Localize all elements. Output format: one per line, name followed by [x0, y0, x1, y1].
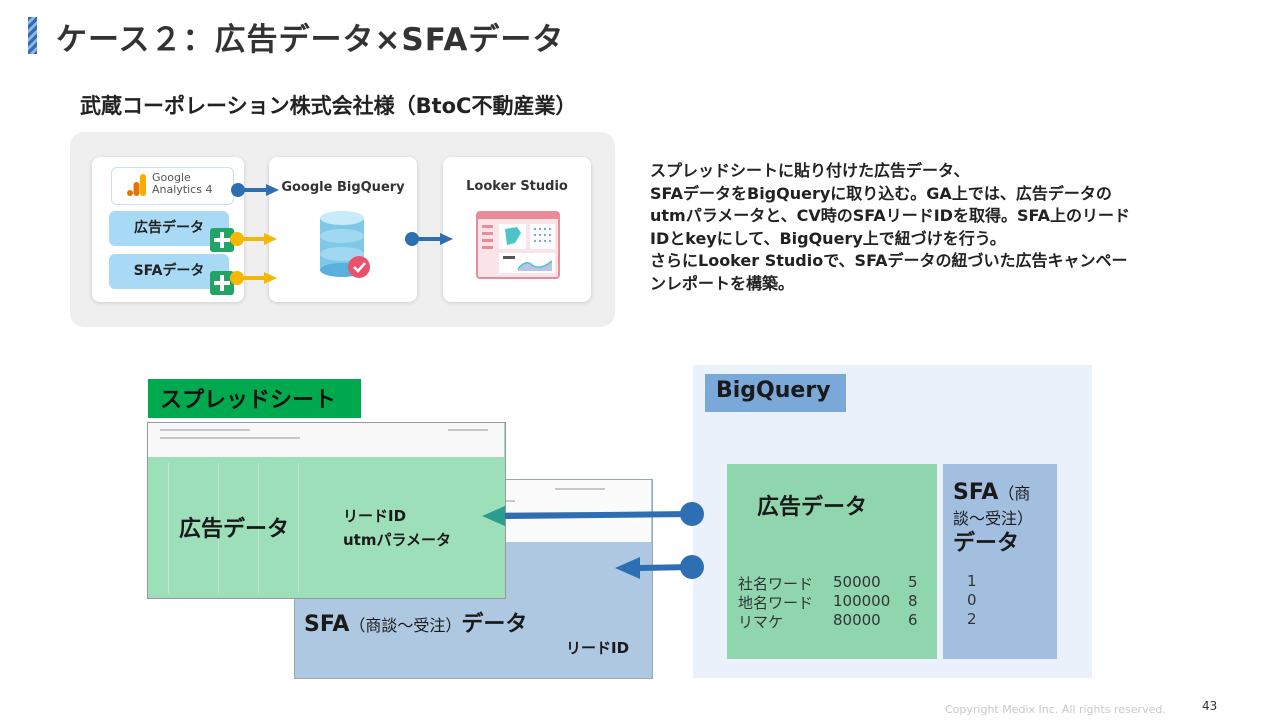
sfa-title-main: SFA	[304, 612, 350, 637]
bq-row-value: 50000	[833, 573, 881, 591]
bq-sfa-data-table	[943, 464, 1057, 659]
spreadsheet-label: スプレッドシート	[160, 388, 337, 413]
google-sheets-icon	[210, 271, 234, 295]
bq-sfa-title-paren2: 談～受注）	[953, 509, 1034, 528]
copyright-text: Copyright Medix Inc. All rights reserved…	[945, 703, 1166, 716]
ad-window-title: 広告データ	[179, 517, 290, 542]
sfa-window-title: SFA（商談～受注）データ	[304, 606, 527, 638]
case-subtitle: 武蔵コーポレーション株式会社様（BtoC不動産業）	[80, 94, 577, 118]
bq-row-name: 地名ワード	[738, 594, 814, 612]
bq-row-count: 5	[908, 573, 918, 591]
bq-row-count: 6	[908, 611, 918, 629]
google-analytics-label: Google Analytics 4	[152, 172, 212, 196]
bq-sfa-title-suffix: データ	[953, 531, 1020, 556]
sfa-data-source: SFAデータ	[109, 254, 229, 289]
title-accent-bar	[28, 17, 37, 54]
bigquery-label-box	[705, 374, 846, 412]
bq-row-name: 社名ワード	[738, 575, 814, 593]
bq-sfa-value: 1	[967, 572, 977, 590]
description-line: スプレッドシートに貼り付けた広告データ、	[650, 161, 970, 180]
ad-window-utm: utmパラメータ	[343, 531, 452, 549]
bq-row-value: 100000	[833, 592, 891, 610]
description-line: ンレポートを構築。	[650, 273, 795, 293]
spreadsheet-label-box	[148, 379, 361, 418]
database-icon	[320, 211, 370, 278]
looker-studio-title: Looker Studio	[466, 179, 568, 194]
ad-window-lead-id: リードID	[343, 507, 407, 525]
page-number: 43	[1202, 699, 1218, 713]
bigquery-to-looker-arrow	[405, 232, 453, 246]
bq-row-count: 8	[908, 592, 918, 610]
ad-spreadsheet-toolbar	[148, 423, 504, 457]
description-line: SFAデータをBigQueryに取り込む。GA上では、広告データの	[650, 183, 1112, 203]
bq-row-value: 80000	[833, 611, 881, 629]
sfa-data-to-bigquery-arrow	[230, 271, 277, 285]
ga-label-line1: Google	[152, 171, 191, 184]
sfa-title-suffix: データ	[461, 612, 528, 637]
description-text: スプレッドシートに貼り付けた広告データ、 SFAデータをBigQueryに取り込…	[650, 160, 1220, 296]
sfa-title-paren: （商談～受注）	[349, 616, 462, 635]
bq-sfa-data-title: SFA（商 談～受注） データ	[953, 480, 1033, 556]
bq-sfa-value: 0	[967, 591, 977, 609]
ad-data-source: 広告データ	[109, 211, 229, 246]
google-sheets-icon	[210, 228, 234, 252]
bq-sfa-title-main: SFA	[953, 480, 999, 505]
description-line: utmパラメータと、CV時のSFAリードIDを取得。SFA上のリード	[650, 206, 1130, 226]
bigquery-to-sfa-sheet-arrow	[615, 555, 704, 579]
google-analytics-icon	[127, 174, 146, 196]
bigquery-title: Google BigQuery	[281, 180, 405, 195]
sfa-window-lead-id: リードID	[566, 639, 630, 657]
bigquery-label: BigQuery	[716, 378, 831, 403]
description-line: さらにLooker Studioで、SFAデータの紐づいた広告キャンペー	[650, 251, 1128, 271]
bq-ad-data-title: 広告データ	[757, 495, 868, 520]
bigquery-to-ad-sheet-arrow	[482, 502, 704, 526]
description-line: IDとkeyにして、BigQuery上で紐づけを行う。	[650, 228, 1006, 248]
ga-to-bigquery-arrow	[231, 183, 279, 197]
bq-sfa-value: 2	[967, 610, 977, 628]
bq-row-name: リマケ	[738, 613, 784, 631]
page-title: ケース２：広告データ×SFAデータ	[56, 22, 565, 58]
dashboard-icon	[476, 211, 560, 279]
bq-sfa-title-paren1: （商	[998, 484, 1031, 503]
bq-ad-data-table	[727, 464, 937, 659]
ad-data-to-bigquery-arrow	[230, 232, 277, 246]
ga-label-line2: Analytics 4	[152, 183, 213, 196]
